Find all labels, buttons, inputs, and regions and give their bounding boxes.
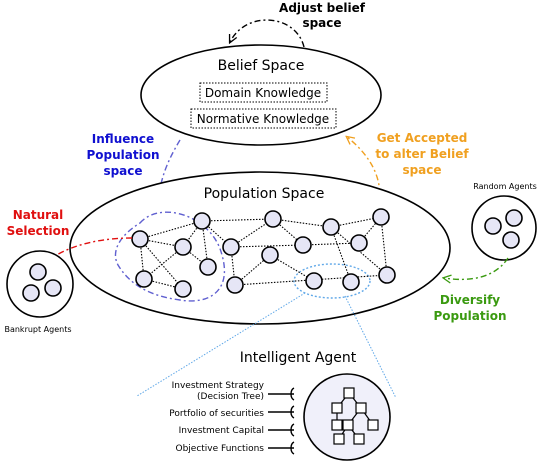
agent-node (264, 210, 282, 228)
agent-node (226, 276, 244, 294)
zoom-line-right (344, 295, 397, 399)
get-accepted-label-2: to alter Belief (375, 147, 469, 161)
agent-node (342, 273, 360, 291)
bankrupt-agents-label: Bankrupt Agents (4, 325, 71, 334)
adjust-belief-arrow (230, 19, 305, 48)
influence-label-3: space (103, 164, 142, 178)
random-agent-node (505, 209, 523, 227)
agent-node (222, 238, 240, 256)
agent-node (199, 258, 217, 276)
adjust-belief-label-1: Adjust belief (279, 1, 366, 15)
agent-node (372, 208, 390, 226)
population-agents (131, 208, 396, 298)
selected-agents-loop (293, 263, 371, 299)
influence-label-2: Population (86, 148, 159, 162)
diversify-label-2: Population (433, 309, 506, 323)
natural-selection-arrow (46, 237, 133, 262)
attr-portfolio-label: Portfolio of securities (169, 409, 264, 419)
influence-label-1: Influence (92, 132, 154, 146)
get-accepted-arrow (347, 137, 381, 209)
bankrupt-agents-pool (6, 250, 74, 318)
get-accepted-label-1: Get Accepted (377, 131, 468, 145)
natural-selection-label-1: Natural (13, 208, 64, 222)
attr-strategy-label-1: Investment Strategy (172, 381, 265, 391)
random-agent-node (484, 217, 502, 235)
agent-node (131, 230, 149, 248)
decision-tree-icon (331, 387, 379, 445)
bankrupt-agent-node (44, 279, 62, 297)
agent-node (174, 238, 192, 256)
agent-node (378, 266, 396, 284)
attr-capital-label: Investment Capital (179, 426, 264, 436)
belief-space-title: Belief Space (218, 58, 305, 74)
random-agent-node (502, 231, 520, 249)
domain-knowledge-label: Domain Knowledge (205, 86, 321, 100)
agent-node (294, 236, 312, 254)
population-space-title: Population Space (204, 186, 325, 202)
agent-node (174, 280, 192, 298)
bankrupt-agent-node (22, 284, 40, 302)
intelligent-agent-circle (303, 373, 391, 461)
domain-knowledge-box (199, 82, 328, 103)
agent-node (350, 234, 368, 252)
diversify-arrow (444, 257, 509, 279)
diversify-label-1: Diversify (440, 293, 500, 307)
get-accepted-label-3: space (402, 163, 441, 177)
attr-objective-label: Objective Functions (175, 444, 264, 454)
random-agents-pool (471, 195, 537, 261)
normative-knowledge-label: Normative Knowledge (197, 112, 329, 126)
agent-node (322, 218, 340, 236)
normative-knowledge-box (190, 108, 337, 129)
bankrupt-agent-node (29, 263, 47, 281)
agent-node (261, 246, 279, 264)
agent-node (193, 212, 211, 230)
agent-node (305, 272, 323, 290)
random-agents-label: Random Agents (473, 182, 537, 191)
influenced-group-loop (114, 211, 226, 302)
agent-node (135, 270, 153, 288)
attr-strategy-label-2: (Decision Tree) (197, 392, 264, 402)
attribute-connectors (268, 387, 295, 455)
adjust-belief-label-2: space (302, 16, 341, 30)
natural-selection-label-2: Selection (7, 224, 70, 238)
intelligent-agent-title: Intelligent Agent (240, 350, 357, 366)
